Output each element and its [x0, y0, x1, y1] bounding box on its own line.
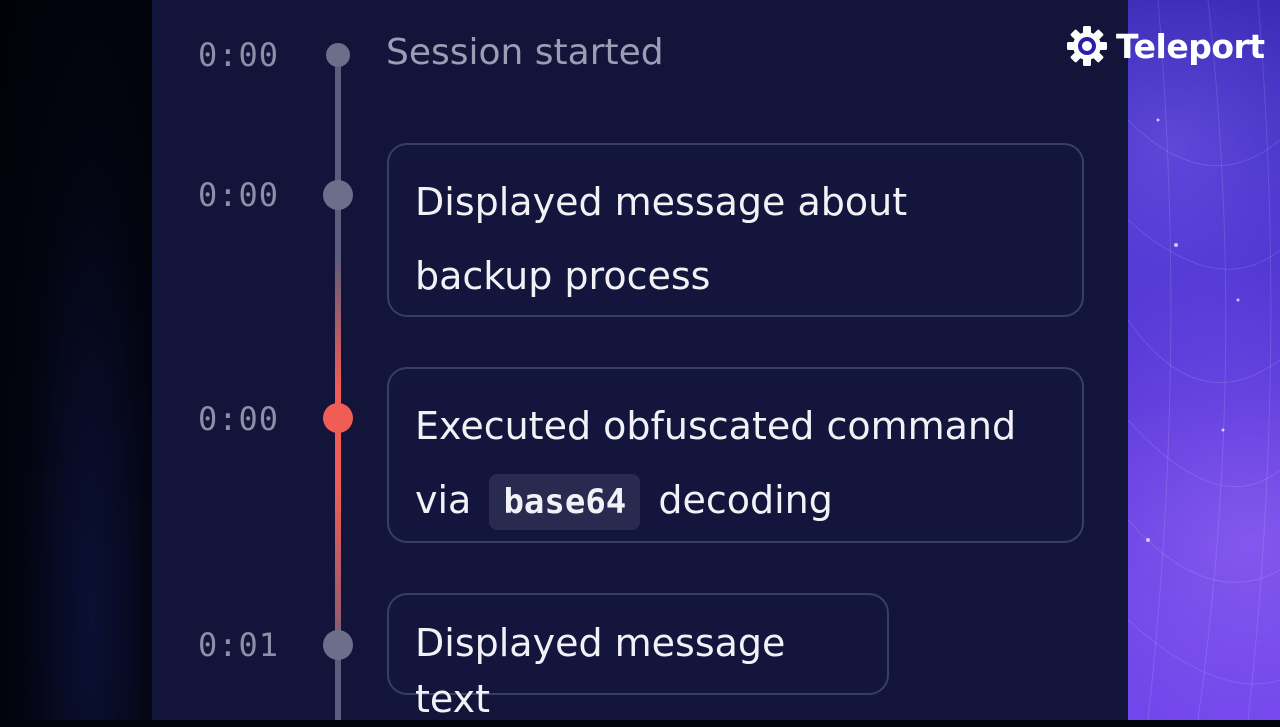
- timeline-dot: [326, 43, 350, 67]
- event-card[interactable]: Displayed message about backup process: [387, 143, 1084, 317]
- brand-logo: Teleport: [1066, 24, 1265, 68]
- event-label-suffix: decoding: [658, 478, 833, 522]
- timeline-line: [335, 56, 341, 720]
- mesh-pattern: [1128, 0, 1280, 720]
- event-label: Displayed message about backup process: [415, 180, 908, 298]
- timeline-dot-alert: [323, 403, 353, 433]
- left-background: [0, 0, 152, 720]
- event-card[interactable]: Displayed message text: [387, 593, 889, 721]
- event-time: 0:01: [198, 626, 280, 664]
- brand-name: Teleport: [1116, 26, 1265, 66]
- event-label: Executed obfuscated command via: [415, 404, 1017, 522]
- event-label: Session started: [386, 32, 664, 73]
- timeline-dot: [323, 630, 353, 660]
- right-background: [1128, 0, 1280, 720]
- code-snippet: base64: [489, 474, 641, 530]
- timeline-dot: [323, 180, 353, 210]
- gear-icon: [1067, 26, 1107, 66]
- event-time: 0:00: [198, 176, 280, 214]
- event-time: 0:00: [198, 400, 280, 438]
- event-label: Displayed message text: [415, 621, 786, 721]
- event-card-alert[interactable]: Executed obfuscated command via base64 d…: [387, 367, 1084, 543]
- event-time: 0:00: [198, 36, 280, 74]
